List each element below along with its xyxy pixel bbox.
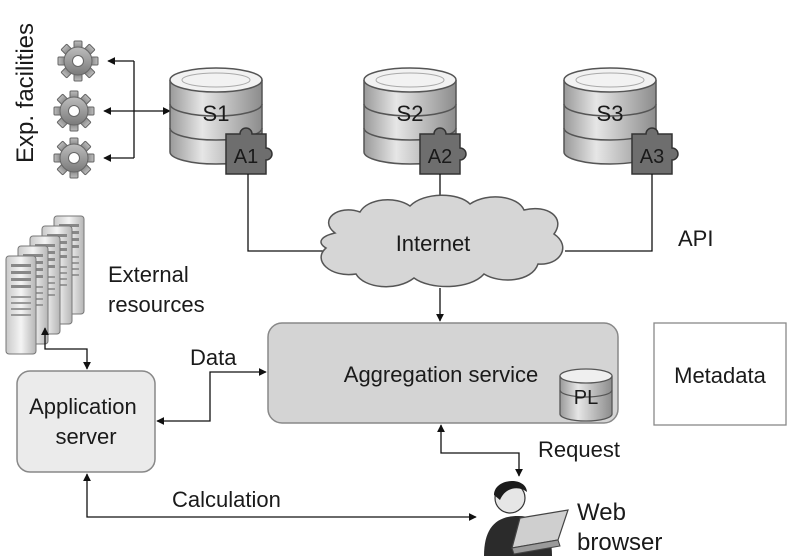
application-server-box [16, 370, 156, 473]
aggregation-service-box [267, 322, 619, 424]
web-browser-user-icon [484, 481, 569, 556]
facility-gear-icon [53, 137, 95, 179]
data-connector [156, 368, 267, 425]
external-server-icon [5, 255, 37, 355]
pl-database-icon [559, 368, 613, 422]
external-resources-line: resources [108, 292, 205, 317]
api-label: A3 [640, 146, 664, 168]
aggregation-service-label: Aggregation service [344, 362, 538, 387]
request-connector [437, 424, 523, 477]
api-legend-label: API [678, 226, 713, 251]
external-to-app-connector [41, 327, 91, 370]
external-resources-line: External [108, 262, 189, 287]
request-label: Request [538, 437, 620, 462]
exp-facilities-label: Exp. facilities [12, 23, 39, 163]
source-label: S3 [597, 101, 624, 126]
pl-label: PL [574, 387, 598, 409]
api-label: A1 [234, 146, 258, 168]
web-browser-line: browser [577, 529, 662, 556]
source-label: S2 [397, 101, 424, 126]
internet-label: Internet [396, 231, 471, 256]
external-resources-label: External resources [108, 262, 205, 317]
source-label: S1 [203, 101, 230, 126]
application-server-line: server [55, 424, 116, 449]
api-label: A2 [428, 146, 452, 168]
metadata-label: Metadata [674, 363, 766, 388]
facility-gear-icon [57, 40, 99, 82]
internet-cloud-icon [320, 194, 564, 288]
application-server-label: Application server [29, 394, 143, 449]
application-server-line: Application [29, 394, 137, 419]
web-browser-line: Web [577, 499, 626, 526]
metadata-box [653, 322, 787, 426]
data-label: Data [190, 345, 237, 370]
facilities-connector [103, 57, 171, 162]
web-browser-label: Web browser [577, 499, 662, 556]
facility-gear-icon [53, 90, 95, 132]
calculation-label: Calculation [172, 487, 281, 512]
calculation-connector [83, 473, 477, 521]
